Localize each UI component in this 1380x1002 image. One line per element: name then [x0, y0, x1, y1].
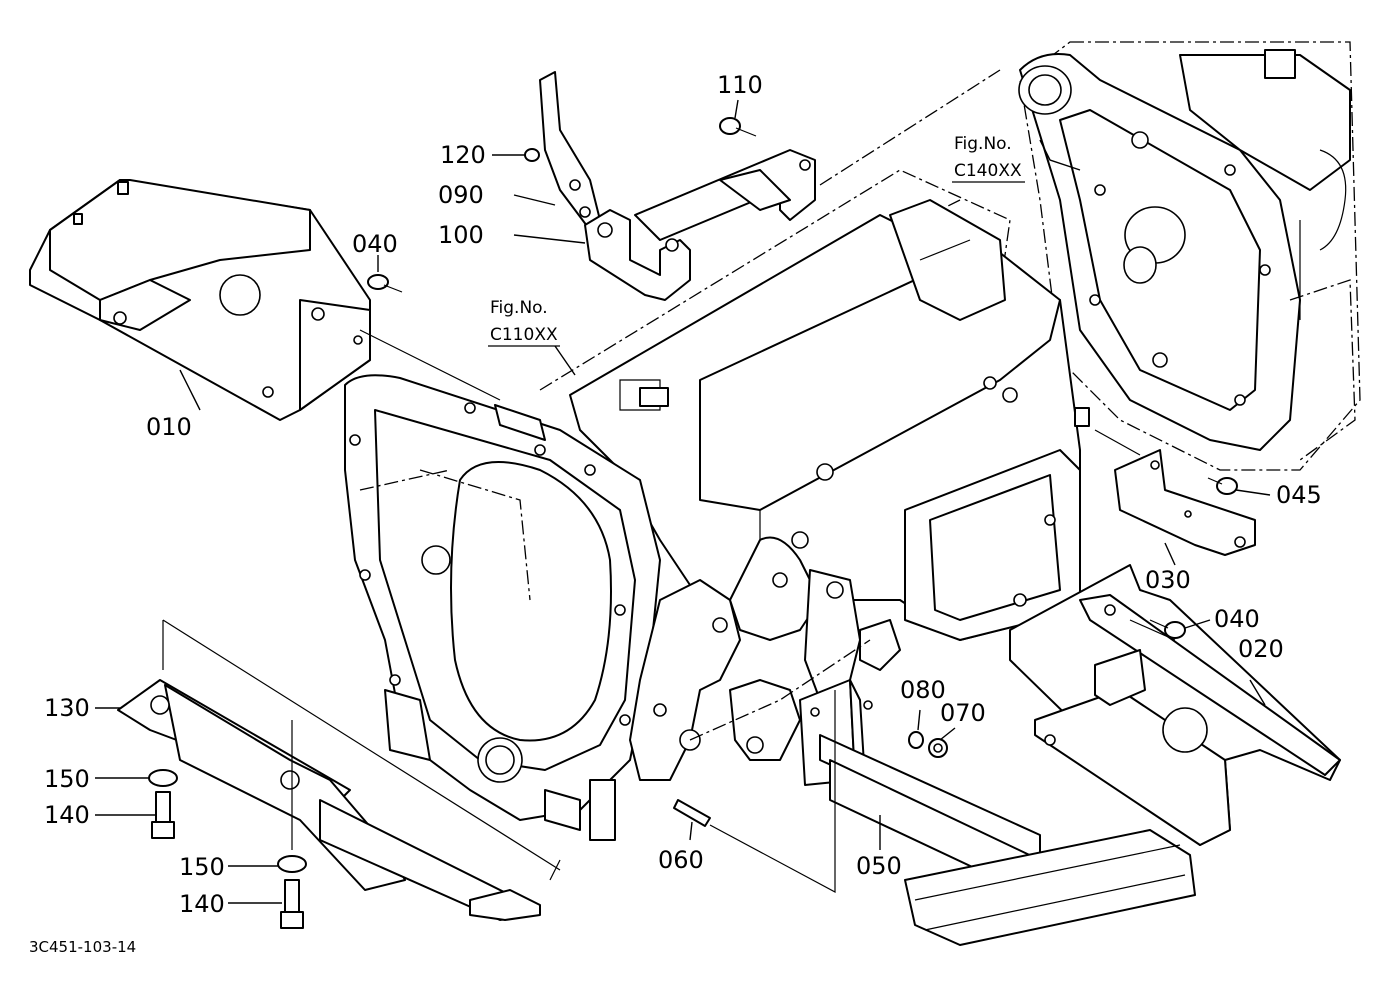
part-020-step-bracket	[1009, 564, 1341, 846]
callout-010: 010	[146, 413, 192, 441]
part-010-step-bracket	[29, 179, 371, 421]
main-transmission-case	[539, 69, 1090, 641]
callout-080: 080	[900, 676, 946, 704]
callout-050: 050	[856, 852, 902, 880]
fig-ref-c110-line1: Fig.No.	[490, 298, 548, 318]
fig-ref-c140-line2: C140XX	[954, 161, 1022, 181]
callout-130: 130	[44, 694, 90, 722]
front-housing	[344, 374, 661, 841]
callout-070: 070	[940, 699, 986, 727]
callout-090: 090	[438, 181, 484, 209]
callout-labels: 010 020 030 040 040 045 050 060 070 080 …	[44, 71, 1322, 918]
callout-020: 020	[1238, 635, 1284, 663]
callout-100: 100	[438, 221, 484, 249]
callout-150-upper: 150	[44, 765, 90, 793]
fasteners	[148, 117, 1238, 929]
callout-060: 060	[658, 846, 704, 874]
callout-110: 110	[717, 71, 763, 99]
callout-140-lower: 140	[179, 890, 225, 918]
rear-transmission-case	[1018, 41, 1361, 471]
callout-040-lower: 040	[1214, 605, 1260, 633]
callout-120: 120	[440, 141, 486, 169]
part-050-step	[799, 679, 1196, 946]
fig-ref-c110-line2: C110XX	[490, 325, 558, 345]
leader-lines	[95, 99, 1271, 904]
part-030-bracket	[1114, 449, 1256, 556]
callout-140-upper: 140	[44, 801, 90, 829]
drawing-code: 3C451-103-14	[29, 938, 136, 956]
callout-045: 045	[1276, 481, 1322, 509]
figure-reference-c140: Fig.No. C140XX	[952, 134, 1025, 183]
callout-030: 030	[1145, 566, 1191, 594]
figure-reference-c110: Fig.No. C110XX	[488, 298, 560, 347]
side-linkage	[629, 536, 901, 781]
part-090-100-brackets	[539, 71, 816, 301]
fig-ref-c140-line1: Fig.No.	[954, 134, 1012, 154]
callout-040-upper: 040	[352, 230, 398, 258]
callout-150-lower: 150	[179, 853, 225, 881]
